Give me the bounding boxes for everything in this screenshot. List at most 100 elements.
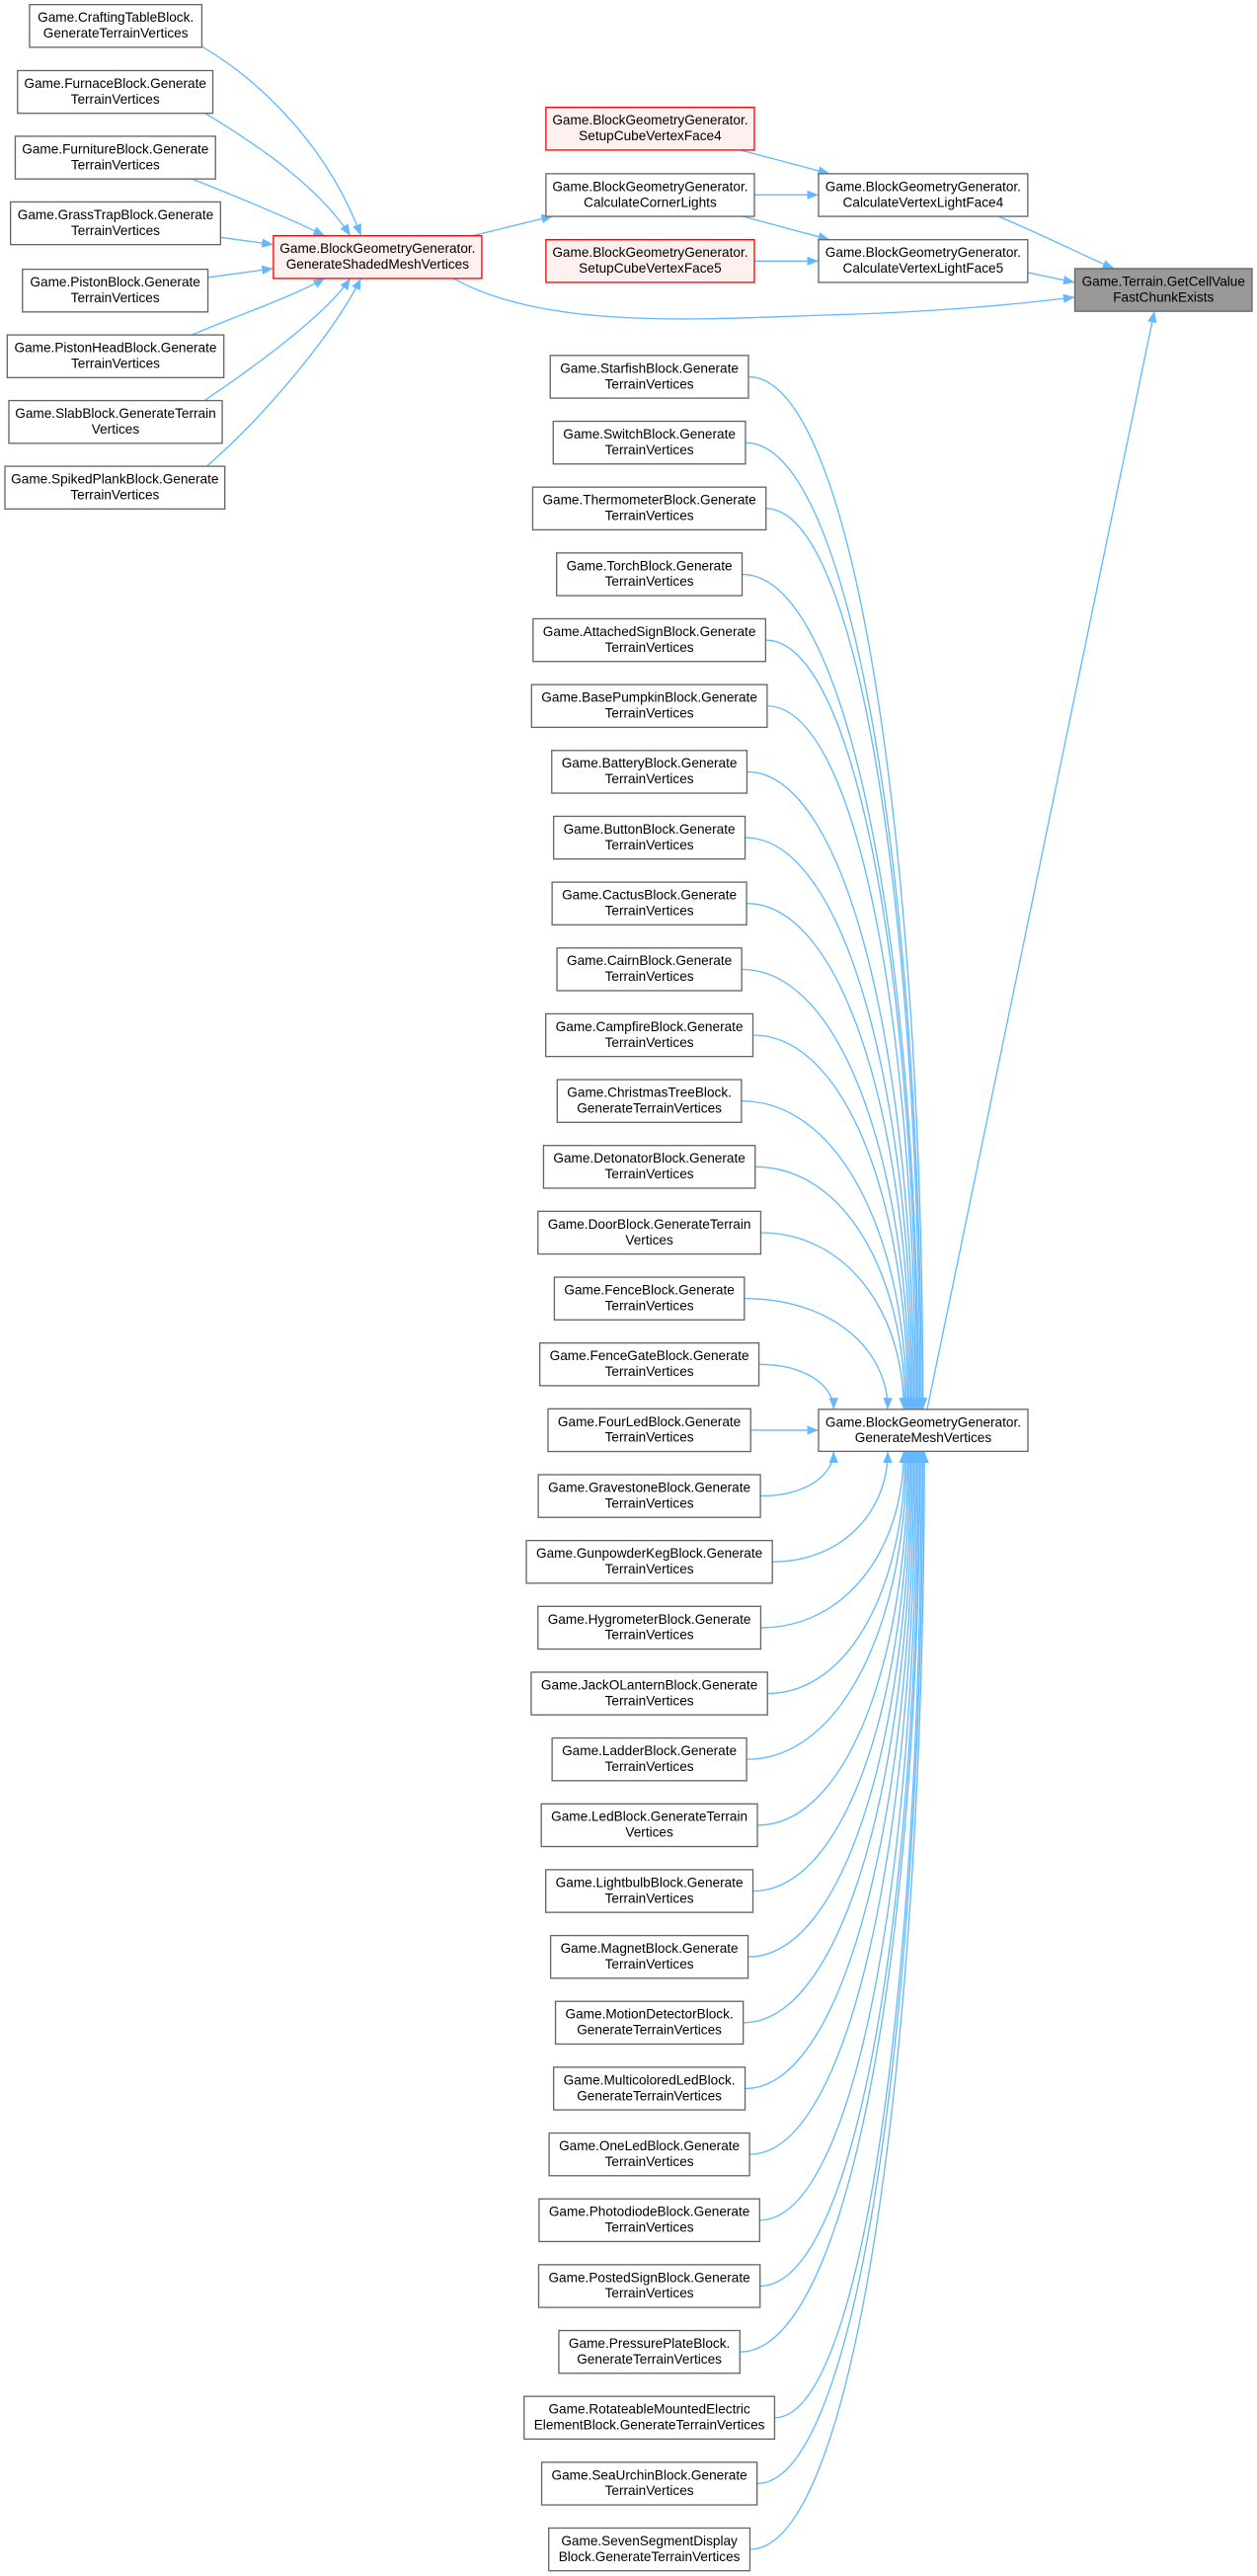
node-label-line1: Game.CampfireBlock.Generate <box>556 1019 744 1034</box>
node-label-line2: GenerateTerrainVertices <box>577 1100 722 1115</box>
node-mesh-caller[interactable]: Game.CactusBlock.GenerateTerrainVertices <box>551 881 747 926</box>
edge-setup4-to-light4 <box>741 149 830 176</box>
node-mesh-caller[interactable]: Game.FenceBlock.GenerateTerrainVertices <box>553 1276 746 1321</box>
node-label-line2: TerrainVertices <box>605 1891 694 1905</box>
node-box <box>8 399 223 444</box>
node-mesh-caller[interactable]: Game.ButtonBlock.GenerateTerrainVertices <box>552 815 746 860</box>
node-label-line2: TerrainVertices <box>605 838 694 852</box>
node-label-line1: Game.HygrometerBlock.Generate <box>548 1612 751 1627</box>
node-mesh-caller[interactable]: Game.LightbulbBlock.GenerateTerrainVerti… <box>545 1869 754 1913</box>
node-box <box>537 1605 762 1650</box>
edge-mesh-caller-to-mesh <box>756 1451 928 2485</box>
node-mesh-caller[interactable]: Game.PhotodiodeBlock.GenerateTerrainVert… <box>538 2198 760 2243</box>
node-box <box>538 1342 760 1387</box>
node-pistonhead[interactable]: Game.PistonHeadBlock.GenerateTerrainVert… <box>6 334 225 378</box>
node-setup4[interactable]: Game.BlockGeometryGenerator.SetupCubeVer… <box>545 107 755 151</box>
node-mesh-caller[interactable]: Game.DetonatorBlock.GenerateTerrainVerti… <box>542 1145 756 1189</box>
node-mesh-caller[interactable]: Game.PressurePlateBlock.GenerateTerrainV… <box>558 2329 741 2375</box>
edge-mesh-caller-to-mesh <box>772 1451 893 1563</box>
edge-mesh-caller-to-mesh <box>747 1451 916 1958</box>
node-mesh-caller[interactable]: Game.ChristmasTreeBlock.GenerateTerrainV… <box>556 1079 743 1123</box>
node-mesh-caller[interactable]: Game.OneLedBlock.GenerateTerrainVertices <box>548 2132 750 2177</box>
node-light5[interactable]: Game.BlockGeometryGenerator.CalculateVer… <box>818 239 1029 283</box>
node-mesh-caller[interactable]: Game.CairnBlock.GenerateTerrainVertices <box>556 947 743 992</box>
node-mesh[interactable]: Game.BlockGeometryGenerator.GenerateMesh… <box>818 1409 1029 1453</box>
node-label-line1: Game.PistonHeadBlock.Generate <box>14 341 216 356</box>
node-label-line1: Game.SwitchBlock.Generate <box>563 427 736 442</box>
node-box <box>548 2132 750 2177</box>
node-furnace[interactable]: Game.FurnaceBlock.GenerateTerrainVertice… <box>17 69 214 115</box>
node-mesh-caller[interactable]: Game.MagnetBlock.GenerateTerrainVertices <box>549 1934 749 1979</box>
node-mesh-caller[interactable]: Game.SwitchBlock.GenerateTerrainVertices <box>552 420 746 465</box>
node-box <box>22 268 209 313</box>
edge-mesh-caller-to-mesh <box>760 1451 838 1497</box>
node-mesh-caller[interactable]: Game.StarfishBlock.GenerateTerrainVertic… <box>549 355 749 399</box>
node-mesh-caller[interactable]: Game.HygrometerBlock.GenerateTerrainVert… <box>537 1605 762 1650</box>
edge-pistonhead-to-shaded <box>192 278 326 336</box>
edge-mesh-caller-to-mesh <box>740 1451 925 2353</box>
node-mesh-caller[interactable]: Game.LedBlock.GenerateTerrainVertices <box>540 1803 758 1848</box>
node-mesh-caller[interactable]: Game.MulticoloredLedBlock.GenerateTerrai… <box>552 2066 746 2111</box>
node-mesh-caller[interactable]: Game.ThermometerBlock.GenerateTerrainVer… <box>531 486 767 531</box>
node-box <box>558 2329 741 2375</box>
node-mesh-caller[interactable]: Game.CampfireBlock.GenerateTerrainVertic… <box>545 1012 754 1058</box>
node-setup5[interactable]: Game.BlockGeometryGenerator.SetupCubeVer… <box>545 239 755 283</box>
node-mesh-caller[interactable]: Game.BasePumpkinBlock.GenerateTerrainVer… <box>530 684 768 729</box>
node-mesh-caller[interactable]: Game.GravestoneBlock.GenerateTerrainVert… <box>537 1474 761 1518</box>
edge-mesh-caller-to-mesh <box>752 1451 914 1892</box>
node-light4[interactable]: Game.BlockGeometryGenerator.CalculateVer… <box>818 173 1029 217</box>
node-label-line2: FastChunkExists <box>1113 289 1214 304</box>
node-piston[interactable]: Game.PistonBlock.GenerateTerrainVertices <box>22 268 209 313</box>
edge-mesh-caller-to-mesh <box>747 375 928 1409</box>
node-label-line1: Game.DoorBlock.GenerateTerrain <box>548 1217 751 1232</box>
node-label-line1: Game.PistonBlock.Generate <box>30 275 199 289</box>
node-label-line1: Game.RotateableMountedElectric <box>548 2402 749 2417</box>
edge-shaded-to-corner <box>472 213 554 237</box>
node-box <box>1073 268 1253 312</box>
node-box <box>553 1276 746 1321</box>
node-mesh-caller[interactable]: Game.TorchBlock.GenerateTerrainVertices <box>556 552 744 597</box>
node-label-line1: Game.MagnetBlock.Generate <box>561 1941 739 1956</box>
node-mesh-caller[interactable]: Game.SeaUrchinBlock.GenerateTerrainVerti… <box>540 2461 758 2506</box>
node-label-line2: TerrainVertices <box>605 2286 694 2300</box>
node-label-line1: Game.SeaUrchinBlock.Generate <box>552 2467 747 2482</box>
node-mesh-caller[interactable]: Game.LadderBlock.GenerateTerrainVertices <box>551 1736 747 1782</box>
node-box <box>818 173 1029 217</box>
edge-mesh-caller-to-mesh <box>746 770 919 1409</box>
node-label-line2: CalculateVertexLightFace4 <box>843 195 1004 209</box>
node-mesh-caller[interactable]: Game.FourLedBlock.GenerateTerrainVertice… <box>547 1408 751 1453</box>
node-mesh-caller[interactable]: Game.JackOLanternBlock.GenerateTerrainVe… <box>530 1671 768 1716</box>
node-label-line2: GenerateTerrainVertices <box>577 2023 722 2038</box>
node-label-line2: CalculateVertexLightFace5 <box>843 261 1004 276</box>
node-crafting[interactable]: Game.CraftingTableBlock.GenerateTerrainV… <box>29 3 203 48</box>
edge-mesh-caller-to-mesh <box>742 968 914 1409</box>
node-mesh-caller[interactable]: Game.DoorBlock.GenerateTerrainVertices <box>537 1210 762 1255</box>
node-shaded[interactable]: Game.BlockGeometryGenerator.GenerateShad… <box>273 235 483 280</box>
node-label-line1: Game.SevenSegmentDisplay <box>561 2534 738 2548</box>
node-mesh-caller[interactable]: Game.GunpowderKegBlock.GenerateTerrainVe… <box>525 1539 773 1584</box>
node-grasstrap[interactable]: Game.GrassTrapBlock.GenerateTerrainVerti… <box>9 201 222 246</box>
node-mesh-caller[interactable]: Game.RotateableMountedElectricElementBlo… <box>523 2395 776 2441</box>
node-box <box>532 617 767 663</box>
node-label-line1: Game.FourLedBlock.Generate <box>558 1414 741 1429</box>
node-mesh-caller[interactable]: Game.AttachedSignBlock.GenerateTerrainVe… <box>532 617 767 663</box>
node-label-line2: TerrainVertices <box>605 1693 694 1708</box>
node-mesh-caller[interactable]: Game.MotionDetectorBlock.GenerateTerrain… <box>554 2000 745 2046</box>
node-slab[interactable]: Game.SlabBlock.GenerateTerrainVertices <box>8 399 223 444</box>
node-mesh-caller[interactable]: Game.PostedSignBlock.GenerateTerrainVert… <box>537 2264 761 2308</box>
node-label-line2: TerrainVertices <box>605 640 694 655</box>
edge-mesh-caller-to-mesh <box>741 1100 911 1409</box>
node-mesh-caller[interactable]: Game.SevenSegmentDisplayBlock.GenerateTe… <box>548 2527 751 2572</box>
node-box <box>554 2000 745 2046</box>
node-mesh-caller[interactable]: Game.FenceGateBlock.GenerateTerrainVerti… <box>538 1342 760 1387</box>
node-spiked[interactable]: Game.SpikedPlankBlock.GenerateTerrainVer… <box>4 465 226 510</box>
node-box <box>552 2066 746 2111</box>
node-label-line2: TerrainVertices <box>605 1035 694 1050</box>
edge-mesh-caller-to-mesh <box>760 1232 908 1409</box>
node-furniture[interactable]: Game.FurnitureBlock.GenerateTerrainVerti… <box>14 135 216 180</box>
node-mesh-caller[interactable]: Game.BatteryBlock.GenerateTerrainVertice… <box>551 750 748 794</box>
node-corner[interactable]: Game.BlockGeometryGenerator.CalculateCor… <box>545 173 755 217</box>
node-label-line2: TerrainVertices <box>605 771 694 786</box>
